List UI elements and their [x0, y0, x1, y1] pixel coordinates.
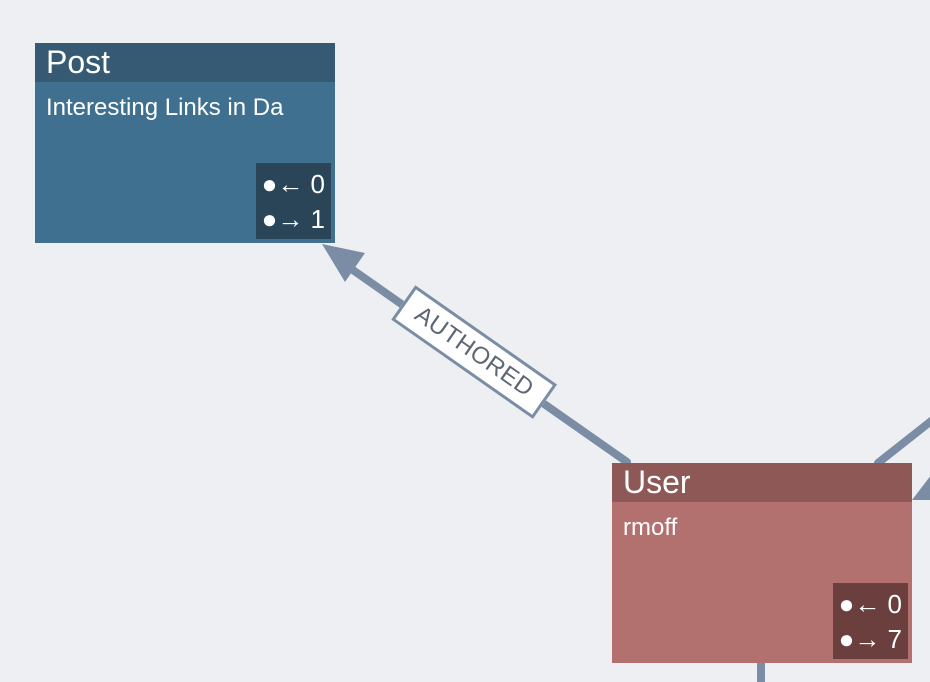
edge-authored-arrowhead: [322, 244, 365, 282]
node-post-property: Interesting Links in Da: [46, 94, 284, 121]
node-user[interactable]: User rmoff ●← 0 ●→ 7: [612, 463, 912, 663]
node-user-out-count: ●→ 7: [838, 624, 902, 654]
node-post-out-count: ●→ 1: [261, 204, 325, 234]
node-post-counts: ●← 0 ●→ 1: [255, 163, 331, 239]
node-post-label: Post: [35, 43, 335, 82]
edge-offscreen-right-arrowhead: [912, 476, 930, 500]
node-user-in-count: ●← 0: [838, 589, 902, 619]
edge-offscreen-top-right[interactable]: [874, 416, 930, 467]
node-post-in-count: ●← 0: [261, 169, 325, 199]
node-user-counts: ●← 0 ●→ 7: [832, 583, 908, 659]
node-post[interactable]: Post Interesting Links in Da ●← 0 ●→ 1: [35, 43, 335, 243]
node-user-property: rmoff: [623, 514, 678, 541]
node-user-label: User: [612, 463, 912, 502]
